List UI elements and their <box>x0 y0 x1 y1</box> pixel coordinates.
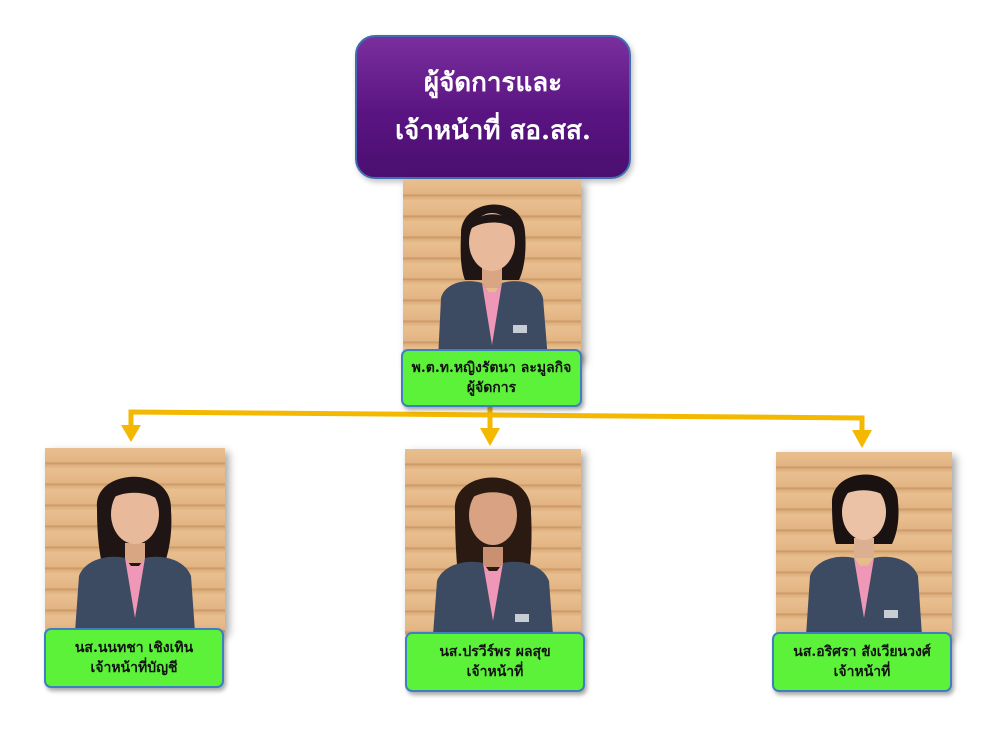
manager-name: พ.ต.ท.หญิงรัตนา ละมูลกิจ <box>411 360 572 376</box>
person-silhouette-icon <box>438 204 548 360</box>
staff-photo-1 <box>45 448 225 632</box>
staff-role-2: เจ้าหน้าที่ <box>466 664 524 680</box>
branch-line <box>128 409 865 421</box>
staff-label-1: นส.นนทชา เชิงเทิน เจ้าหน้าที่บัญชี <box>44 628 224 688</box>
arrow-right-icon <box>852 430 872 448</box>
person-silhouette-icon <box>433 477 553 635</box>
staff-role-3: เจ้าหน้าที่ <box>833 664 891 680</box>
staff-photo-3 <box>776 452 952 636</box>
manager-label: พ.ต.ท.หญิงรัตนา ละมูลกิจ ผู้จัดการ <box>401 349 582 407</box>
staff-photo-2 <box>405 449 581 635</box>
staff-label-3: นส.อริศรา สังเวียนวงศ์ เจ้าหน้าที่ <box>772 632 952 692</box>
manager-role: ผู้จัดการ <box>466 380 517 396</box>
staff-role-1: เจ้าหน้าที่บัญชี <box>90 660 178 676</box>
staff-name-3: นส.อริศรา สังเวียนวงศ์ <box>793 644 931 660</box>
staff-name-2: นส.ปรวีร์พร ผลสุข <box>439 644 551 660</box>
staff-name-1: นส.นนทชา เชิงเทิน <box>74 640 194 656</box>
title-box: ผู้จัดการและ เจ้าหน้าที่ สอ.สส. <box>355 35 631 179</box>
arrow-center-icon <box>480 428 500 446</box>
arrow-left-icon <box>121 425 141 442</box>
staff-label-2: นส.ปรวีร์พร ผลสุข เจ้าหน้าที่ <box>405 632 585 692</box>
manager-photo <box>403 180 581 360</box>
title-line-2: เจ้าหน้าที่ สอ.สส. <box>395 116 591 146</box>
person-silhouette-icon <box>75 476 195 632</box>
person-silhouette-icon <box>806 474 922 636</box>
title-line-1: ผู้จัดการและ <box>423 68 563 98</box>
